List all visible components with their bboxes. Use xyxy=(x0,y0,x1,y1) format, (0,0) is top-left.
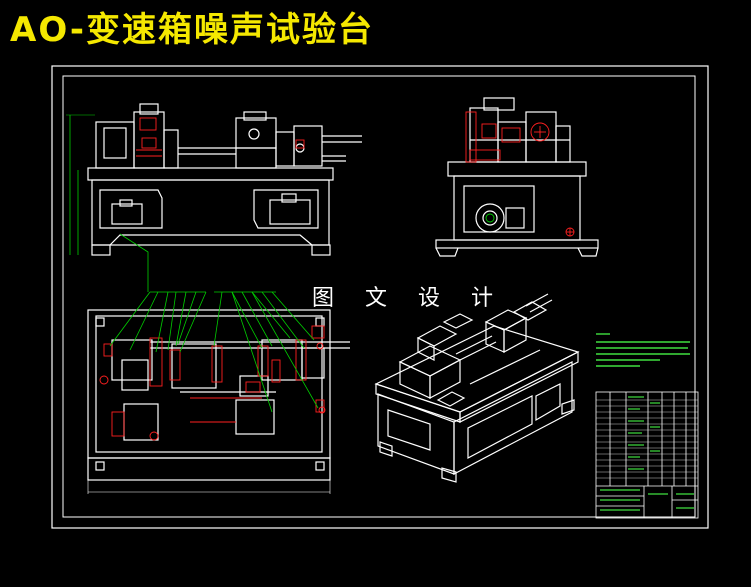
top-plan-marks xyxy=(99,325,326,441)
technical-notes xyxy=(596,333,690,367)
parts-list-table xyxy=(595,391,699,519)
front-elevation-marks xyxy=(136,117,305,157)
side-elevation-view xyxy=(435,97,599,257)
isometric-view xyxy=(374,293,580,483)
side-elevation-marks xyxy=(465,111,575,237)
overlay-text: 图 文 设 计 xyxy=(312,286,505,311)
page-title: AO-变速箱噪声试验台 xyxy=(10,10,374,50)
outer-border xyxy=(51,65,709,529)
parts-list-rows xyxy=(596,399,698,479)
front-elevation-view xyxy=(66,103,362,256)
leader-lines xyxy=(109,233,319,413)
top-plan-view xyxy=(87,309,350,494)
inner-border xyxy=(62,75,696,518)
parts-list-entries xyxy=(600,396,694,511)
